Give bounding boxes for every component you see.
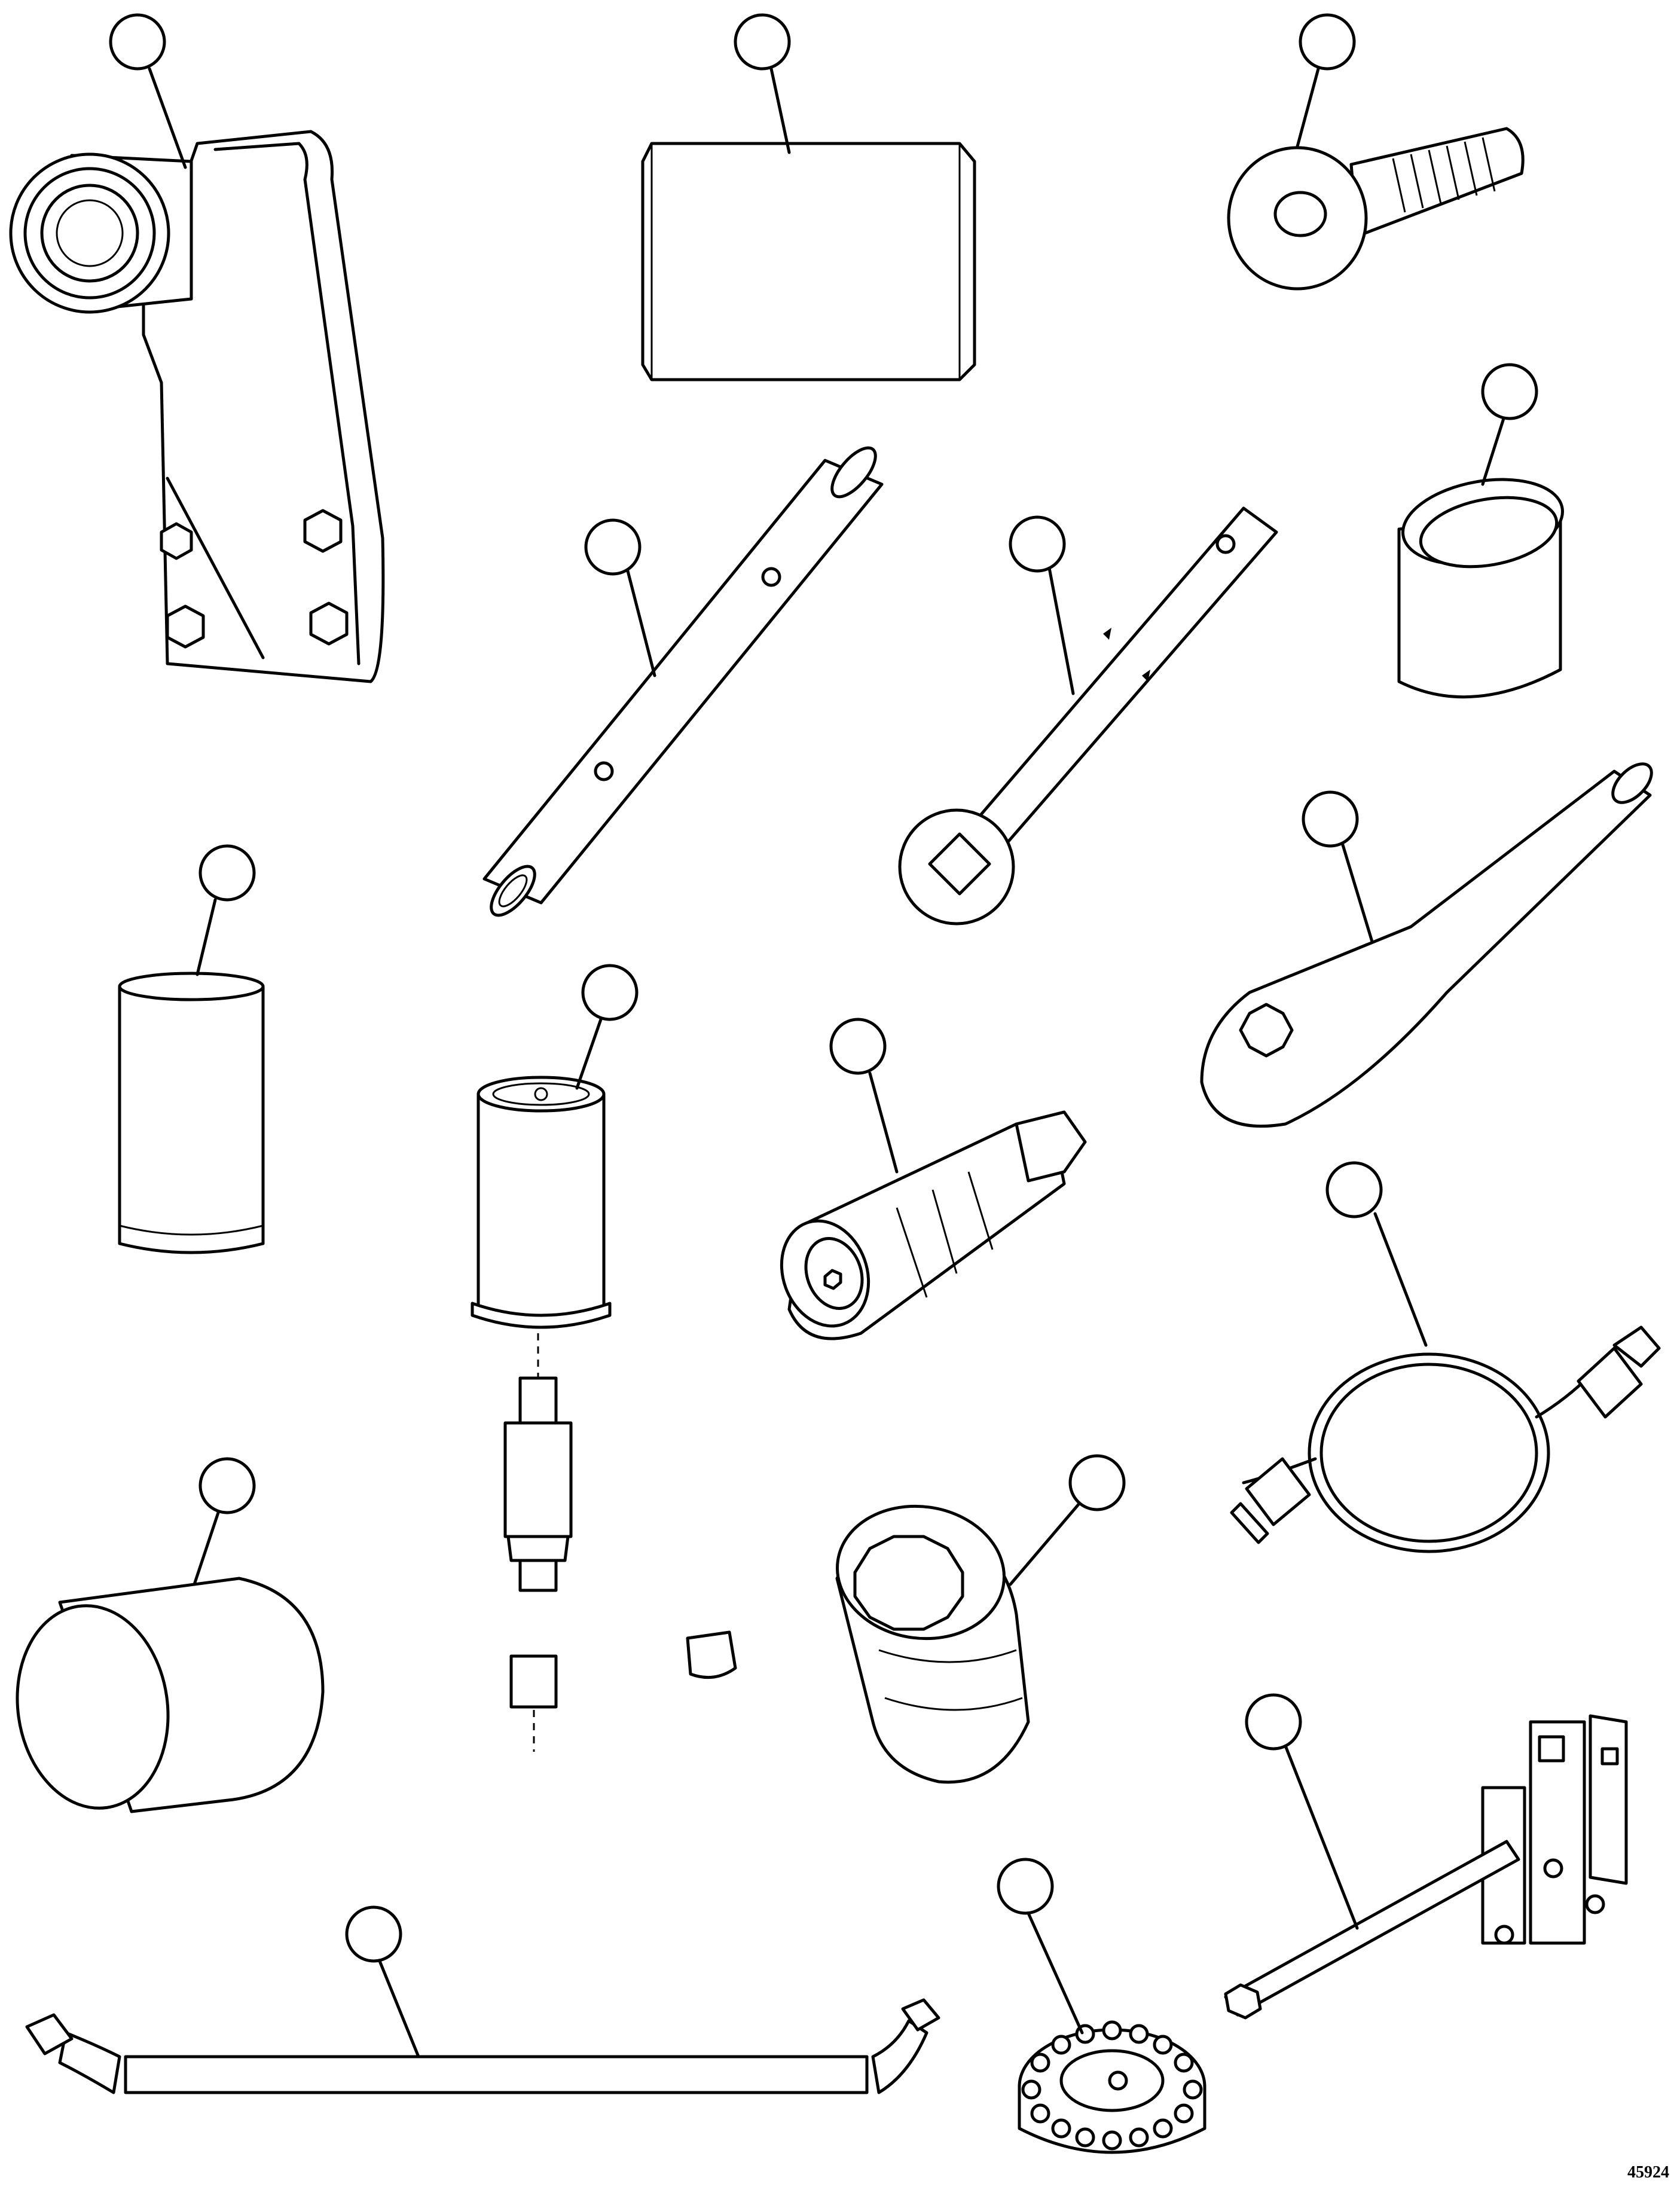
callout-circle (345, 1905, 402, 1963)
callout-circle (1009, 515, 1066, 573)
callout-circle (584, 518, 642, 576)
callout-circle (1481, 363, 1538, 420)
twelve-point-socket-icon (835, 1504, 1030, 1784)
callout-circle (1302, 790, 1359, 848)
hose-assembly-icon (25, 1998, 940, 2094)
pressure-gauge-adapter-kit-icon (471, 1076, 737, 1752)
eye-bolt-icon (1227, 127, 1525, 291)
box-end-wrench-icon (1200, 762, 1653, 1128)
drilled-tube-icon (482, 446, 884, 917)
callout-circle (198, 1457, 256, 1514)
callout-circle (581, 964, 639, 1021)
callout-circle (1068, 1454, 1126, 1511)
hex-socket-adapter-icon (780, 1110, 1087, 1340)
cable-harness-icon (1230, 1325, 1661, 1553)
spline-gear-tool-icon (1018, 2020, 1206, 2154)
cylinder-sleeve-icon (118, 972, 265, 1254)
callout-circle (1299, 13, 1356, 71)
square-drive-wrench-icon (898, 506, 1278, 926)
callout-circle (109, 13, 166, 71)
bushing-sleeve-icon (641, 142, 976, 381)
callout-circle (734, 13, 791, 71)
callout-circle (198, 844, 256, 902)
large-sleeve-icon (16, 1577, 325, 1813)
sleeve-ring-icon (1397, 478, 1564, 699)
slide-fixture-icon (1224, 1714, 1628, 2020)
figure-number: 45924 (1627, 2163, 1669, 2182)
callout-circle (997, 1858, 1054, 1915)
callouts (109, 13, 1538, 2058)
callout-circle (1325, 1161, 1383, 1218)
callout-circle (1245, 1693, 1302, 1751)
bearing-bracket-tool-icon (9, 130, 385, 683)
callout-circle (829, 1018, 887, 1075)
